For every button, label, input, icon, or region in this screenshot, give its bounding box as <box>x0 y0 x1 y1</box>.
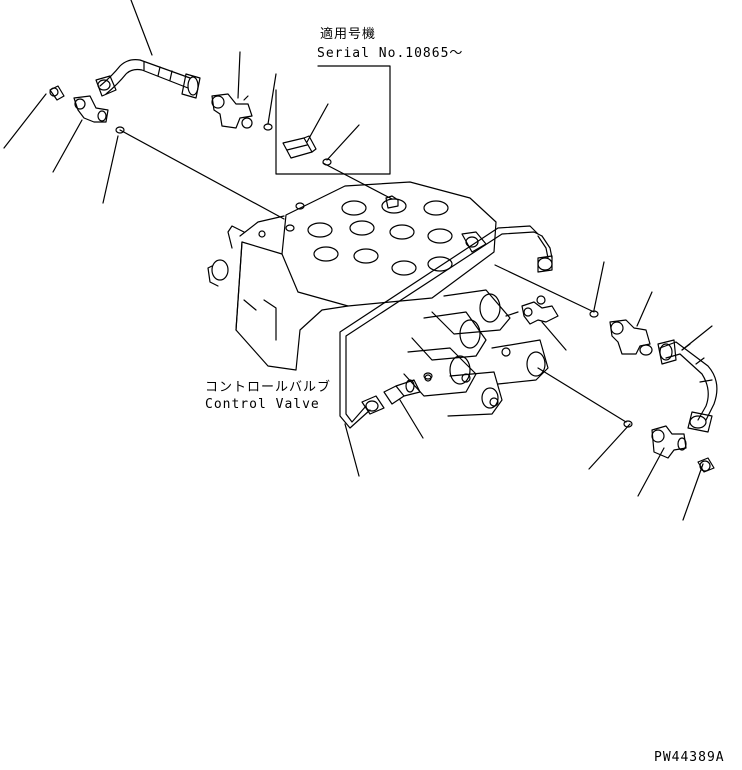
hose-assembly-right <box>589 310 718 473</box>
pilot-tube <box>339 225 553 429</box>
hose-assembly-left <box>49 59 273 134</box>
serial-box-frame <box>275 65 391 175</box>
serial-box-jp-label: 適用号機 <box>320 27 377 42</box>
control-valve-body <box>207 181 559 417</box>
control-valve-jp-label: コントロールバルブ <box>205 380 332 395</box>
serial-box-parts <box>282 135 332 166</box>
control-valve-label: Control Valve <box>205 397 320 412</box>
leader-lines <box>3 0 713 521</box>
serial-number-label: Serial No.10865～ <box>317 46 464 61</box>
drawing-code: PW44389A <box>654 750 725 765</box>
